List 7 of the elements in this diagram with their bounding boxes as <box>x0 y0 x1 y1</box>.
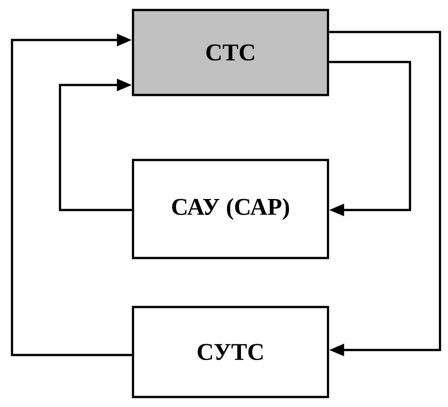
arrow <box>329 30 442 356</box>
process-box: СУТС <box>132 306 330 398</box>
arrow <box>329 60 412 216</box>
arrow <box>10 34 132 356</box>
process-box: СТС <box>132 8 330 96</box>
arrow <box>58 78 132 212</box>
process-box: САУ (САР) <box>132 158 330 260</box>
